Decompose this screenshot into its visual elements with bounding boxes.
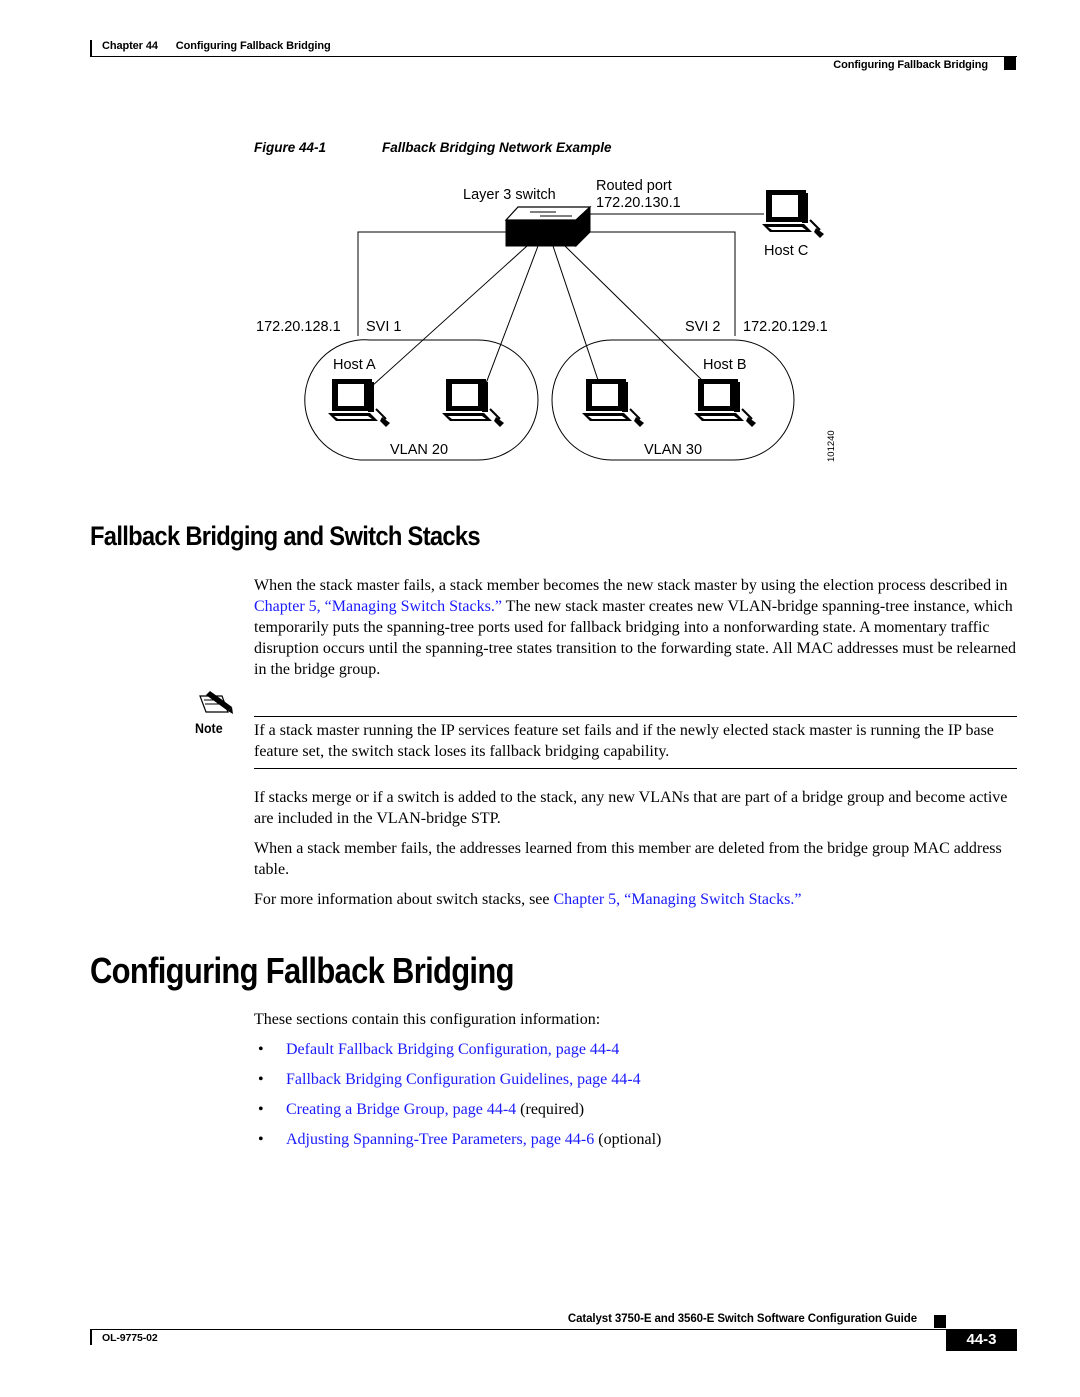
label-host-c: Host C [764, 243, 808, 259]
label-vlan20: VLAN 20 [390, 442, 448, 458]
host-a2-icon [441, 378, 505, 428]
note-top-rule [254, 716, 1017, 717]
footer-page-number: 44-3 [966, 1331, 997, 1348]
heading-fallback-bridging-switch-stacks: Fallback Bridging and Switch Stacks [90, 521, 481, 551]
header-left-bar [90, 40, 92, 57]
footer-guide-title: Catalyst 3750-E and 3560-E Switch Softwa… [567, 1313, 917, 1325]
host-a-icon [327, 378, 391, 428]
paragraph-more-info: For more information about switch stacks… [254, 889, 1018, 910]
label-layer3-switch: Layer 3 switch [463, 187, 556, 203]
list-item: • Fallback Bridging Configuration Guidel… [254, 1069, 1018, 1099]
bullet-suffix: (optional) [594, 1131, 662, 1148]
pencil-note-icon [199, 691, 233, 714]
bullet-dot: • [258, 1101, 264, 1118]
label-svi1: SVI 1 [366, 319, 401, 335]
footer-square-marker [934, 1315, 946, 1328]
host-b2-icon [581, 378, 645, 428]
bullet-dot: • [258, 1071, 264, 1088]
paragraph-stack-member-fails: When a stack member fails, the addresses… [254, 840, 1002, 878]
link-chapter5-more-info[interactable]: Chapter 5, “Managing Switch Stacks.” [553, 891, 802, 908]
header-square-marker [1004, 57, 1016, 70]
heading-configuring-fallback-bridging: Configuring Fallback Bridging [90, 950, 514, 991]
list-item: • Creating a Bridge Group, page 44-4 (re… [254, 1099, 1018, 1129]
network-diagram: Layer 3 switch Routed port 172.20.130.1 … [256, 178, 837, 462]
para4-text: For more information about switch stacks… [254, 891, 554, 908]
header-rule [90, 56, 1017, 57]
host-b-icon [693, 378, 757, 428]
label-routed-port: Routed port [596, 178, 672, 194]
label-routed-ip: 172.20.130.1 [596, 195, 681, 211]
vlan20-oval [304, 339, 539, 461]
label-vlan30: VLAN 30 [644, 442, 702, 458]
paragraph-stack-master-fails: When the stack master fails, a stack mem… [254, 575, 1018, 680]
host-c-icon [761, 189, 825, 239]
link-adjusting-spanning-tree[interactable]: Adjusting Spanning-Tree Parameters, page… [286, 1131, 595, 1148]
note-bottom-rule [254, 768, 1017, 769]
vlan30-oval [551, 339, 795, 461]
link-config-guidelines[interactable]: Fallback Bridging Configuration Guidelin… [286, 1071, 641, 1088]
bullet-suffix: (required) [516, 1101, 585, 1118]
link-creating-bridge-group[interactable]: Creating a Bridge Group, page 44-4 [286, 1101, 517, 1118]
label-svi2: SVI 2 [685, 319, 720, 335]
footer-doc-number: OL-9775-02 [102, 1332, 158, 1344]
paragraph-sections-intro: These sections contain this configuratio… [254, 1011, 601, 1028]
para1-text-a: When the stack master fails, a stack mem… [254, 577, 1008, 594]
label-host-a: Host A [333, 357, 376, 373]
link-default-config[interactable]: Default Fallback Bridging Configuration,… [286, 1041, 620, 1058]
bullet-dot: • [258, 1131, 264, 1148]
figure-title: Fallback Bridging Network Example [382, 140, 612, 155]
label-host-b: Host B [703, 357, 747, 373]
para1-text-b: The new stack master creates new VLAN-br… [254, 598, 1017, 678]
note-text: If a stack master running the IP service… [254, 722, 994, 760]
figure-number: Figure 44-1 [254, 140, 327, 155]
running-header-chapter: Chapter 44 Configuring Fallback Bridging [102, 40, 331, 52]
label-svi2-ip: 172.20.129.1 [743, 319, 828, 335]
list-item: • Default Fallback Bridging Configuratio… [254, 1039, 1018, 1069]
label-figure-id: 101240 [826, 430, 837, 462]
layer3-switch-icon [504, 205, 592, 248]
footer-rule [90, 1329, 1017, 1330]
paragraph-stacks-merge: If stacks merge or if a switch is added … [254, 789, 1008, 827]
footer-left-bar [90, 1329, 92, 1345]
chapter-title: Configuring Fallback Bridging [175, 40, 331, 52]
link-chapter5-managing-switch-stacks[interactable]: Chapter 5, “Managing Switch Stacks.” [254, 598, 502, 615]
chapter-label: Chapter 44 [102, 40, 158, 52]
label-svi1-ip: 172.20.128.1 [256, 319, 341, 335]
running-header-section: Configuring Fallback Bridging [833, 59, 988, 71]
note-label: Note [195, 721, 223, 736]
config-sections-list: • Default Fallback Bridging Configuratio… [254, 1039, 1018, 1159]
list-item: • Adjusting Spanning-Tree Parameters, pa… [254, 1129, 1018, 1159]
bullet-dot: • [258, 1041, 264, 1058]
footer-page-number-box [946, 1329, 1017, 1351]
